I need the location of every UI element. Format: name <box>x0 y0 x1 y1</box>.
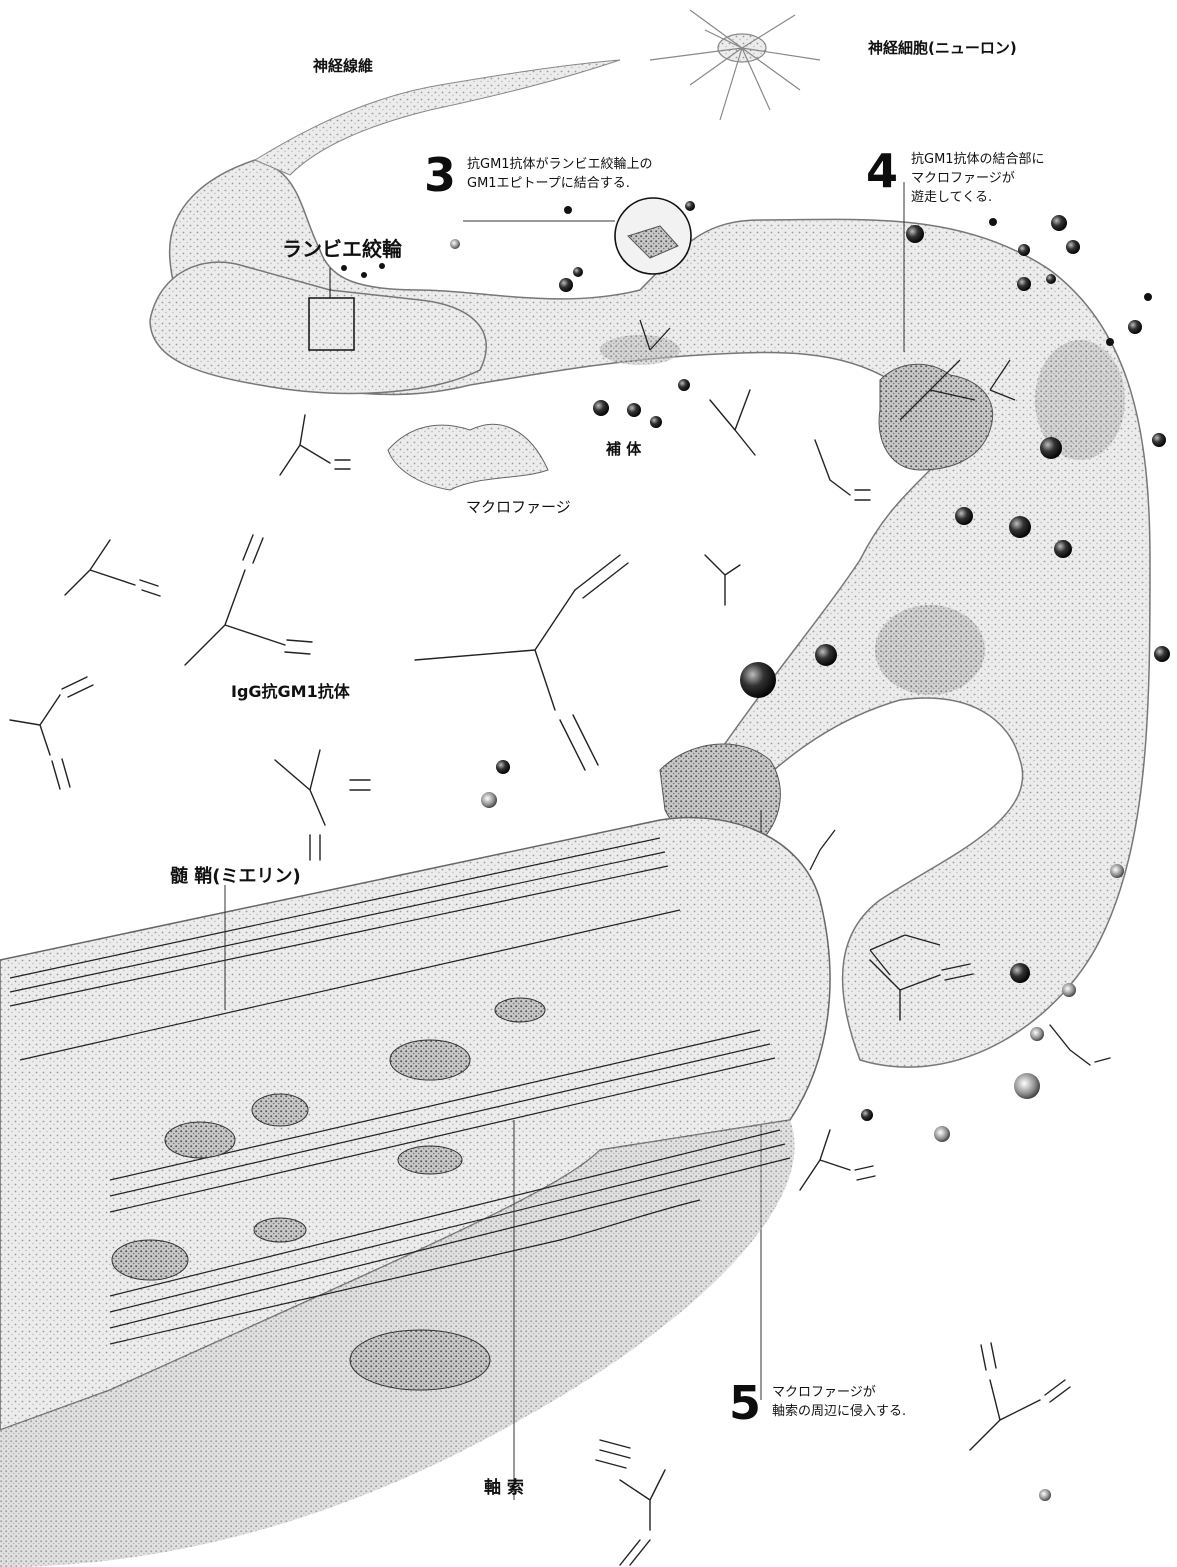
step-3-line-2: GM1エピトープに結合する. <box>467 174 653 193</box>
myelin-label: 髄 鞘(ミエリン) <box>170 862 301 888</box>
complement-label: 補 体 <box>606 438 641 459</box>
neuron-cell <box>650 10 820 120</box>
step-5-text: マクロファージが 軸索の周辺に侵入する. <box>772 1383 906 1421</box>
igg-antibody-label: IgG抗GM1抗体 <box>231 678 350 702</box>
step-3-line-1: 抗GM1抗体がランビエ絞輪上の <box>467 155 653 174</box>
step-4-number: 4 <box>866 148 898 194</box>
nerve-fiber-label: 神経線維 <box>313 55 373 76</box>
node-of-ranvier-label: ランビエ絞輪 <box>282 233 402 262</box>
myelinated-axon <box>0 818 830 1567</box>
step-4-line-1: 抗GM1抗体の結合部に <box>911 150 1045 169</box>
step-4-text: 抗GM1抗体の結合部に マクロファージが 遊走してくる. <box>911 150 1045 207</box>
step-5-line-2: 軸索の周辺に侵入する. <box>772 1402 906 1421</box>
macrophage-cell <box>388 424 548 490</box>
step-5-number: 5 <box>729 1380 761 1426</box>
step-4-line-2: マクロファージが <box>911 169 1045 188</box>
neuron-label: 神経細胞(ニューロン) <box>868 37 1017 58</box>
axon-label: 軸 索 <box>484 1473 524 1498</box>
step-3-text: 抗GM1抗体がランビエ絞輪上の GM1エピトープに結合する. <box>467 155 653 193</box>
step-4-line-3: 遊走してくる. <box>911 188 1045 207</box>
step-3-number: 3 <box>424 152 456 198</box>
macrophage-label: マクロファージ <box>466 496 571 517</box>
step-5-line-1: マクロファージが <box>772 1383 906 1402</box>
